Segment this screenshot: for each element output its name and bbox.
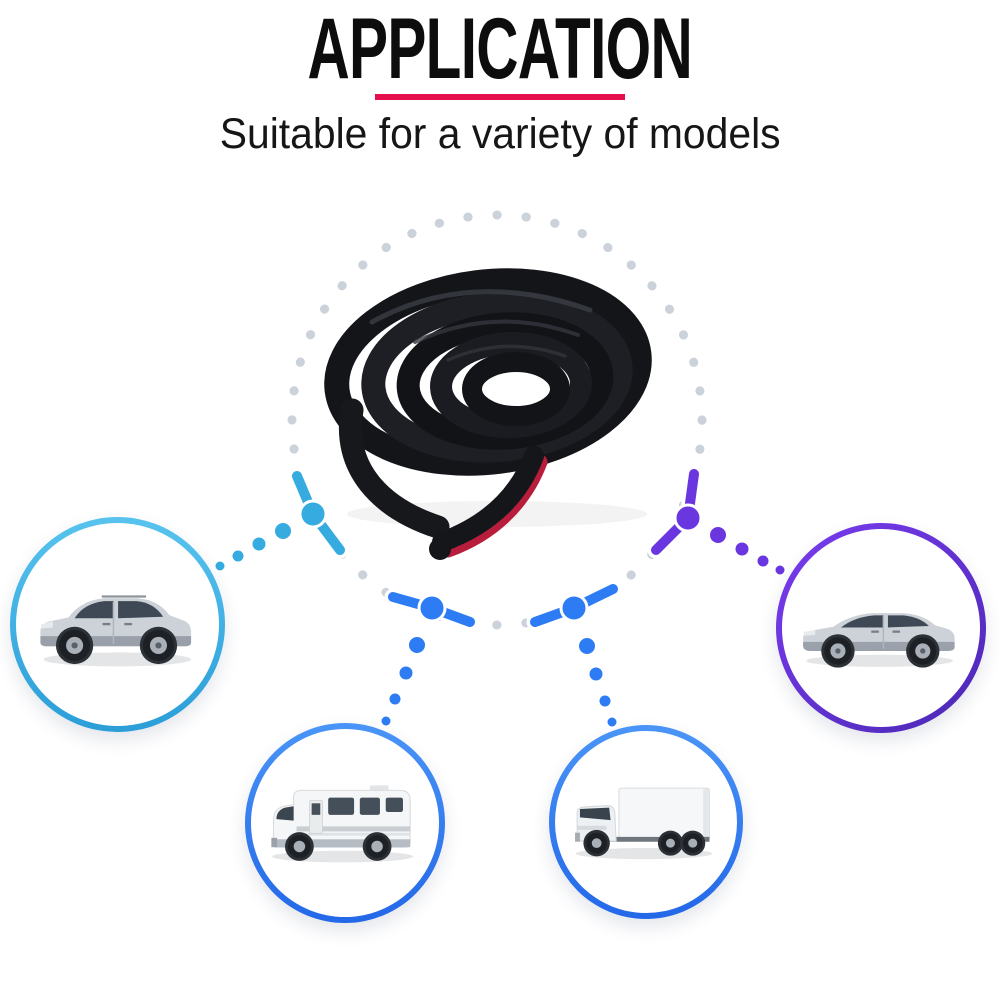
vehicle-circle-suv [10,517,225,732]
header: APPLICATION Suitable for a variety of mo… [0,0,1000,159]
rv-motorhome-photo [271,785,414,863]
vehicle-circle-truck [549,725,743,919]
node-dot [673,503,703,533]
page-title: APPLICATION [307,1,693,97]
node-dot [559,593,589,623]
connector-right [647,465,785,575]
product-image-seal-strip-coil [324,268,652,560]
connector-bottom-right [526,580,622,727]
connector-bottom-left [381,588,479,726]
subtitle: Suitable for a variety of models [219,110,781,158]
sedan-photo [802,612,955,668]
vehicle-circle-sedan [776,523,986,733]
vehicle-circle-rv [245,723,445,923]
title-underline [375,94,625,100]
suv-photo [40,595,192,667]
connector-left [215,467,349,571]
box-truck-photo [574,787,713,859]
dotted-ring [287,210,707,630]
node-dot [417,593,447,623]
node-dot [298,499,328,529]
